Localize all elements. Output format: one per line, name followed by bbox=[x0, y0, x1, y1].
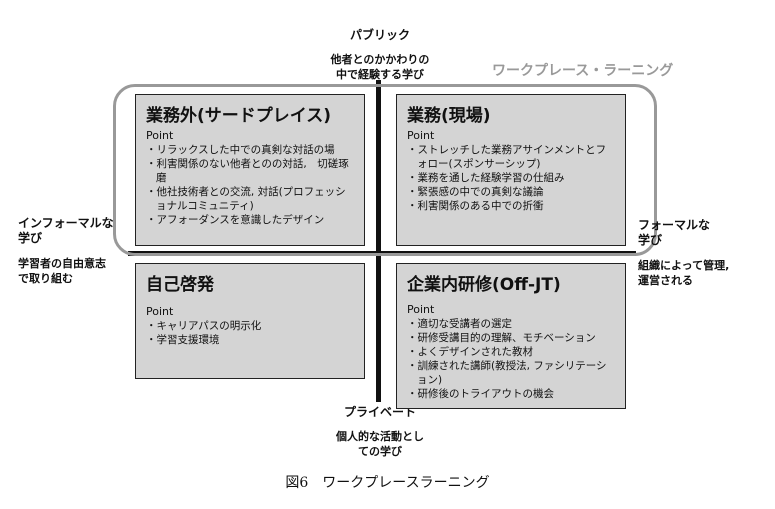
axis-left-title: インフォーマルな bbox=[18, 216, 114, 230]
axis-right-sub: 組織によって管理, bbox=[638, 259, 730, 272]
list-item: キャリアパスの明示化 bbox=[146, 319, 354, 333]
list-item: 利害関係のない他者とのの対話, 切磋琢磨 bbox=[146, 157, 354, 185]
quadrant-title: 業務(現場) bbox=[407, 106, 491, 126]
point-label: Point bbox=[146, 305, 174, 318]
list-item: 緊張感の中での真剣な議論 bbox=[407, 185, 615, 199]
quadrant-off-jt: 企業内研修(Off-JT) Point 適切な受講者の選定研修受講目的の理解、モ… bbox=[396, 263, 626, 409]
axis-bottom-sub: 個人的な活動とし bbox=[336, 430, 424, 443]
point-label: Point bbox=[407, 129, 435, 142]
list-item: 適切な受講者の選定 bbox=[407, 317, 615, 331]
list-item: 研修後のトライアウトの機会 bbox=[407, 387, 615, 401]
axis-top: パブリック 他者とのかかわりの 中で経験する学び bbox=[300, 28, 460, 82]
axis-bottom-sub: ての学び bbox=[358, 445, 402, 458]
list-item: 業務を通した経験学習の仕組み bbox=[407, 171, 615, 185]
workplace-learning-label: ワークプレース・ラーニング bbox=[492, 63, 674, 79]
quadrant-title: 自己啓発 bbox=[146, 275, 214, 295]
figure-caption: 図6 ワークプレースラーニング bbox=[285, 475, 490, 491]
axis-top-sub: 中で経験する学び bbox=[336, 68, 424, 81]
axis-bottom: プライベート 個人的な活動とし ての学び bbox=[300, 405, 460, 459]
axis-left-sub: 学習者の自由意志 bbox=[18, 257, 106, 270]
quadrant-third-place: 業務外(サードプレイス) Point リラックスした中での真剣な対話の場利害関係… bbox=[135, 94, 365, 246]
vertical-axis bbox=[376, 80, 381, 402]
quadrant-title: 企業内研修(Off-JT) bbox=[407, 275, 561, 295]
axis-left-sub: で取り組む bbox=[18, 272, 73, 285]
list-item: アフォーダンスを意識したデザイン bbox=[146, 213, 354, 227]
point-label: Point bbox=[407, 303, 435, 316]
point-label: Point bbox=[146, 129, 174, 142]
workplace-learning-outline bbox=[113, 84, 657, 256]
axis-right-title: 学び bbox=[638, 233, 663, 247]
quadrant-on-the-job: 業務(現場) Point ストレッチした業務アサインメントとフォロー(スポンサー… bbox=[396, 94, 626, 246]
list-item: 訓練された講師(教授法, ファシリテーション) bbox=[407, 359, 615, 387]
list-item: 利害関係のある中での折衝 bbox=[407, 199, 615, 213]
list-item: 研修受講目的の理解、モチベーション bbox=[407, 331, 615, 345]
quadrant-title: 業務外(サードプレイス) bbox=[146, 106, 332, 126]
axis-left-title: 学び bbox=[18, 231, 43, 245]
axis-right-sub: 運営される bbox=[638, 274, 693, 287]
list-item: 他社技術者との交流, 対話(プロフェッショナルコミュニティ) bbox=[146, 185, 354, 213]
list-item: 学習支援環境 bbox=[146, 333, 354, 347]
axis-top-title: パブリック bbox=[349, 28, 410, 42]
list-item: ストレッチした業務アサインメントとフォロー(スポンサーシップ) bbox=[407, 143, 615, 171]
axis-right-title: フォーマルな bbox=[638, 218, 711, 232]
axis-right: フォーマルな 学び 組織によって管理, 運営される bbox=[638, 218, 729, 288]
quadrant-self-development: 自己啓発 Point キャリアパスの明示化学習支援環境 bbox=[135, 263, 365, 379]
list-item: リラックスした中での真剣な対話の場 bbox=[146, 143, 354, 157]
list-item: よくデザインされた教材 bbox=[407, 345, 615, 359]
axis-left: インフォーマルな 学び 学習者の自由意志 で取り組む bbox=[18, 216, 114, 286]
axis-top-sub: 他者とのかかわりの bbox=[330, 53, 430, 66]
